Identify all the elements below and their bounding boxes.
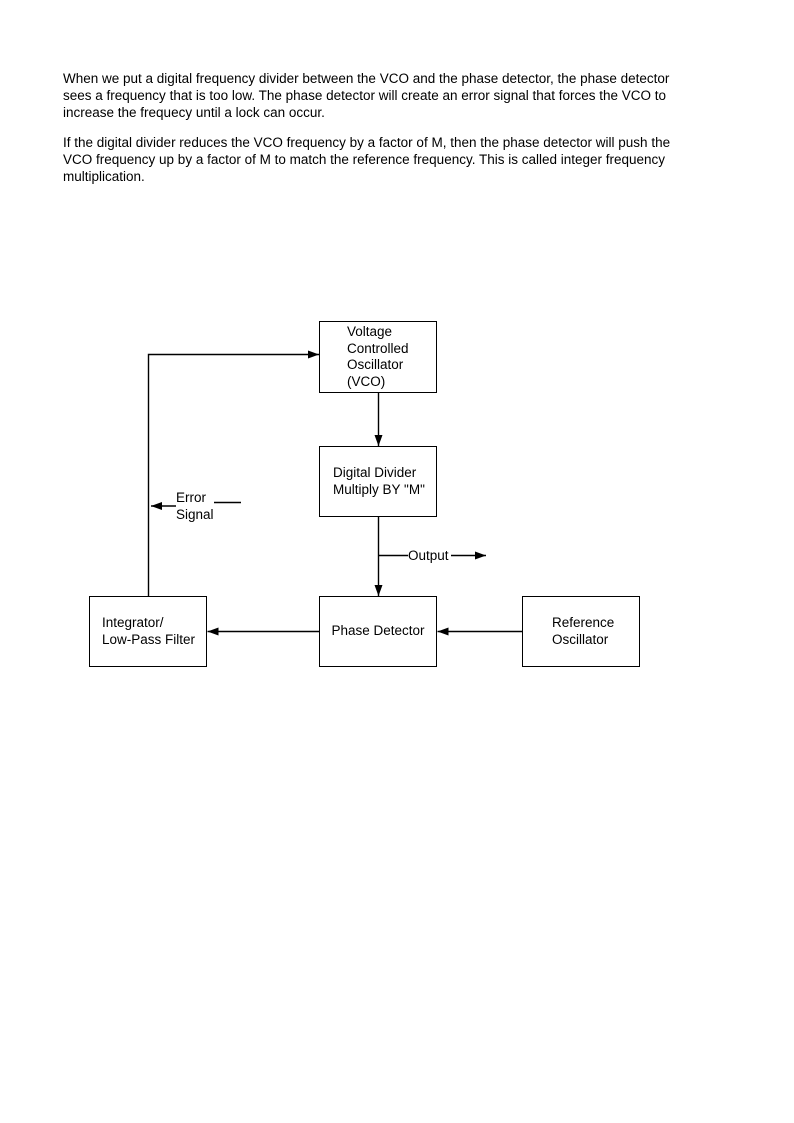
integrator-box-label: Integrator/ Low-Pass Filter <box>102 615 196 647</box>
phase-detector-box: Phase Detector <box>319 596 437 667</box>
digital-divider-box: Digital Divider Multiply BY "M" <box>319 446 437 517</box>
reference-oscillator-box-label: Reference Oscillator <box>552 615 615 647</box>
error-signal-label: Error Signal <box>176 489 214 523</box>
reference-oscillator-box: Reference Oscillator <box>522 596 640 667</box>
phase-detector-box-label: Phase Detector <box>331 623 425 639</box>
vco-box-label: Voltage Controlled Oscillator (VCO) <box>347 324 409 389</box>
output-label: Output <box>408 547 449 564</box>
feedback-line-integrator-to-vco <box>147 350 319 596</box>
paragraph-frequency-divider: When we put a digital frequency divider … <box>63 71 670 120</box>
vco-box: Voltage Controlled Oscillator (VCO) <box>319 321 437 393</box>
digital-divider-box-label: Digital Divider Multiply BY "M" <box>333 465 425 497</box>
intro-text: When we put a digital frequency divider … <box>63 70 743 198</box>
integrator-low-pass-filter-box: Integrator/ Low-Pass Filter <box>89 596 207 667</box>
paragraph-integer-multiplication: If the digital divider reduces the VCO f… <box>63 135 671 184</box>
